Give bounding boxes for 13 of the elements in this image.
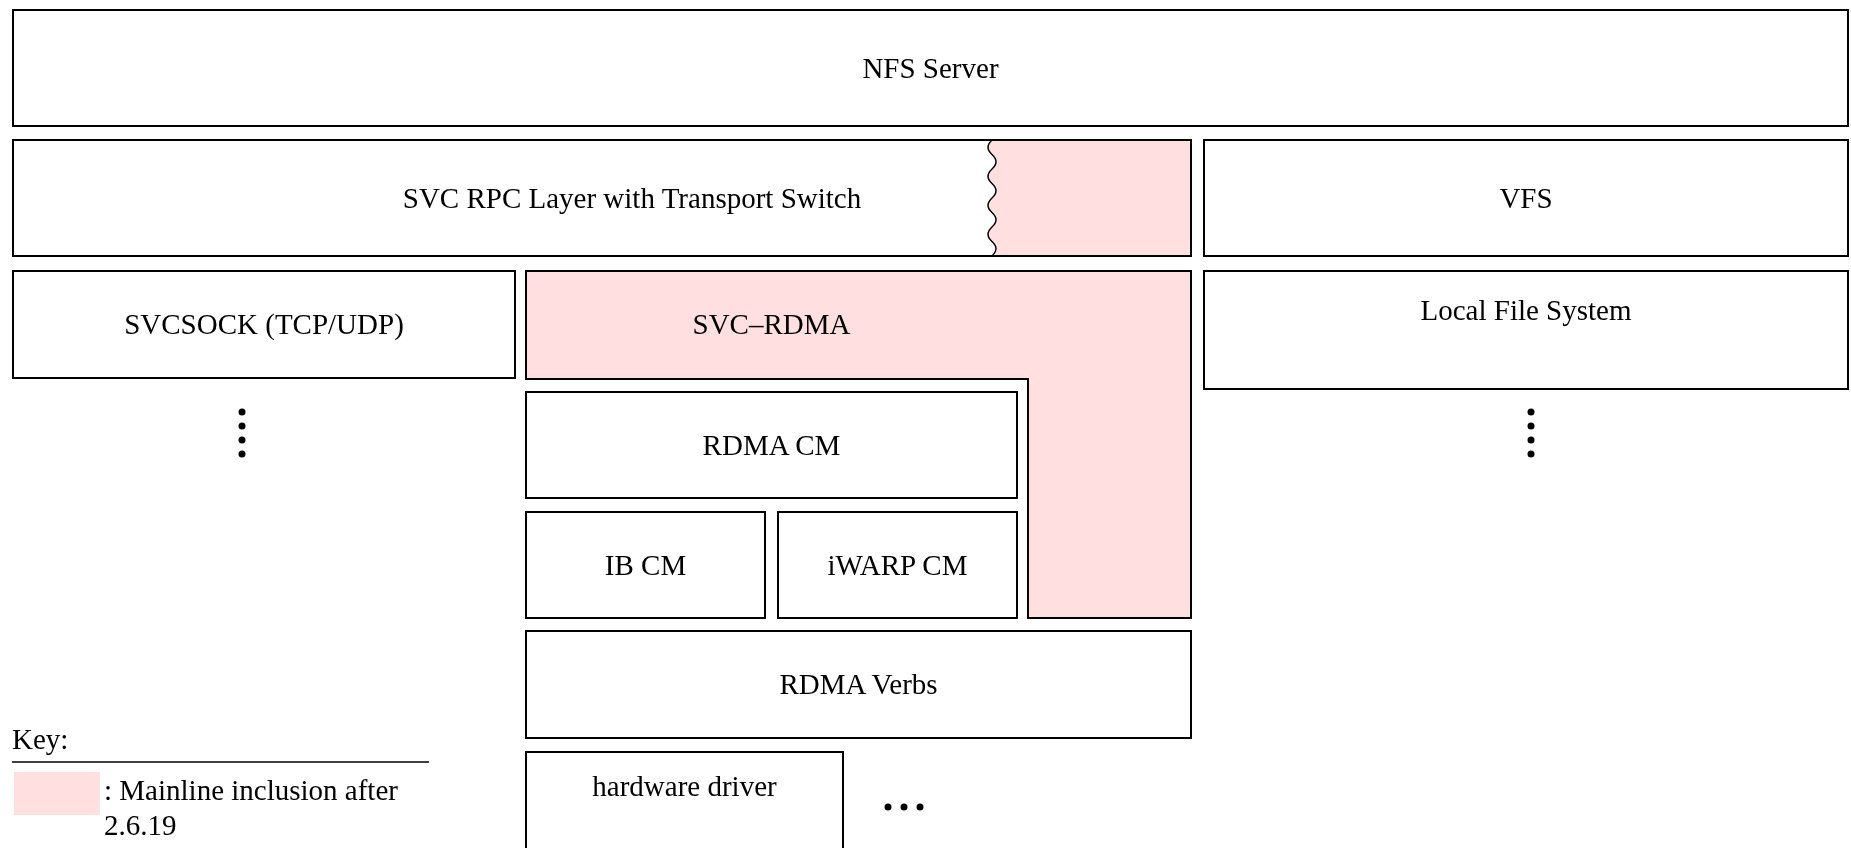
layer-label: SVCSOCK (TCP/UDP) xyxy=(124,307,404,342)
layer-label: hardware driver xyxy=(592,768,777,804)
layer-label: SVC RPC Layer with Transport Switch xyxy=(402,180,862,216)
legend-text: : Mainline inclusion after 2.6.19 xyxy=(104,773,399,843)
layer-label: SVC–RDMA xyxy=(692,307,851,342)
layer-label: iWARP CM xyxy=(827,547,968,583)
layer-label: RDMA CM xyxy=(702,427,841,463)
layer-label: Local File System xyxy=(1420,292,1632,328)
layer-label: RDMA Verbs xyxy=(779,667,938,702)
layer-label: VFS xyxy=(1499,180,1553,216)
layer-label: NFS Server xyxy=(862,50,999,86)
layer-label: IB CM xyxy=(604,547,687,583)
key-heading: Key: xyxy=(12,722,69,757)
